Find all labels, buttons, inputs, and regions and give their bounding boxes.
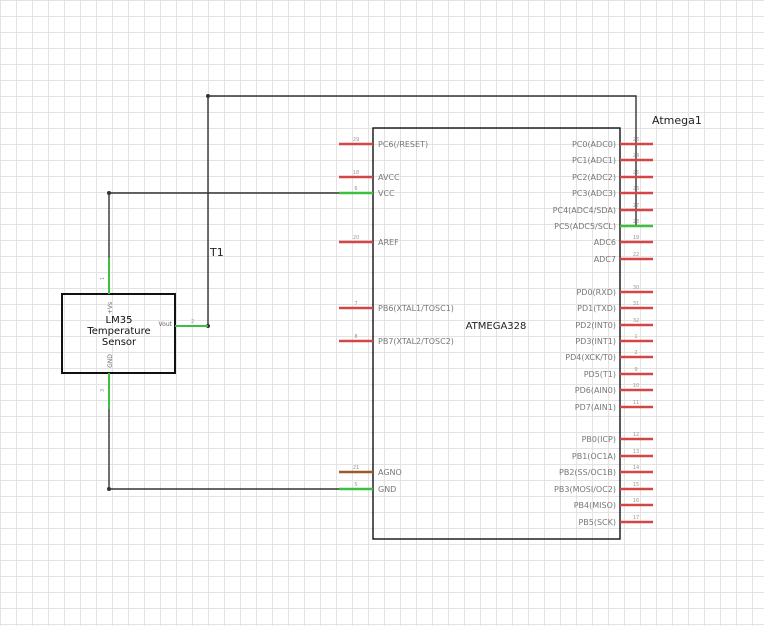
mcu-pin-label-agno: AGNO <box>378 468 402 477</box>
sensor-title-line3: Sensor <box>102 337 137 348</box>
mcu-body[interactable] <box>372 127 621 540</box>
mcu-pin-num-avcc: 18 <box>353 170 359 176</box>
mcu-pin-label-pc4-adc4-sda: PC4(ADC4/SDA) <box>553 206 616 215</box>
mcu-pin-num-pd5-t1: 9 <box>634 367 637 373</box>
mcu-pin-label-pd2-int0: PD2(INT0) <box>575 321 616 330</box>
mcu-pin-label-pd3-int1: PD3(INT1) <box>575 337 616 346</box>
mcu-pin-label-pb5-sck: PB5(SCK) <box>578 518 616 527</box>
mcu-pin-num-pb5-sck: 17 <box>633 515 639 521</box>
mcu-pin-label-pb4-miso: PB4(MISO) <box>574 501 616 510</box>
mcu-pin-label-pd7-ain1: PD7(AIN1) <box>575 403 616 412</box>
mcu-ref-label: Atmega1 <box>652 114 702 127</box>
mcu-pin-label-pd0-rxd: PD0(RXD) <box>576 288 616 297</box>
mcu-pin-num-pb7-xtal2-tosc2: 8 <box>354 334 357 340</box>
wire-gnd[interactable] <box>108 409 357 490</box>
mcu-pin-num-pd1-txd: 31 <box>633 301 639 307</box>
sensor-ref-label: T1 <box>209 246 224 259</box>
mcu-pin-label-pc3-adc3: PC3(ADC3) <box>572 189 616 198</box>
mcu-pin-label-pc1-adc1: PC1(ADC1) <box>572 156 616 165</box>
mcu-pin-label-adc6: ADC6 <box>594 238 616 247</box>
mcu-pin-num-pd2-int0: 32 <box>633 318 639 324</box>
mcu-pin-num-pd3-int1: 1 <box>634 334 637 340</box>
mcu-pin-label-vcc: VCC <box>378 189 395 198</box>
sensor-body[interactable] <box>61 293 176 374</box>
mcu-pin-label-adc7: ADC7 <box>594 255 616 264</box>
wire-vcc[interactable] <box>108 192 357 258</box>
mcu-pin-num-pc5-adc5-scl: 28 <box>633 219 639 225</box>
mcu-pin-num-pd4-xck-t0: 2 <box>634 350 637 356</box>
mcu-pin-num-pd7-ain1: 11 <box>633 400 639 406</box>
mcu-pin-num-pb2-ss-oc1b: 14 <box>633 465 639 471</box>
mcu-pin-num-adc7: 22 <box>633 252 639 258</box>
mcu-pin-label-pb6-xtal1-tosc1: PB6(XTAL1/TOSC1) <box>378 304 454 313</box>
mcu-pin-num-pd0-rxd: 30 <box>633 285 639 291</box>
sensor-pin-gnd-label: GND <box>107 354 114 368</box>
mcu-pin-num-pc0-adc0: 23 <box>633 137 639 143</box>
mcu-pin-label-pb0-icp: PB0(ICP) <box>582 435 616 444</box>
sensor-title-line2: Temperature <box>86 326 150 337</box>
sensor-pin-vout-label: Vout <box>159 321 173 328</box>
sensor-pin-vs-num: 1 <box>100 277 106 280</box>
mcu-pin-label-pd1-txd: PD1(TXD) <box>577 304 616 313</box>
mcu-pin-num-pc6-reset: 29 <box>353 137 359 143</box>
mcu-pin-num-pc4-adc4-sda: 27 <box>633 203 639 209</box>
mcu-pin-num-gnd: 5 <box>354 482 357 488</box>
mcu-pin-num-pc1-adc1: 24 <box>633 153 639 159</box>
mcu-pin-num-pb4-miso: 16 <box>633 498 639 504</box>
mcu-pin-label-pc6-reset: PC6(/RESET) <box>378 140 428 149</box>
mcu-pin-label-pb2-ss-oc1b: PB2(SS/OC1B) <box>559 468 616 477</box>
wire-junction <box>107 191 111 195</box>
mcu-pin-num-pd6-ain0: 10 <box>633 383 639 389</box>
mcu-pin-label-pc2-adc2: PC2(ADC2) <box>572 173 616 182</box>
wire-junction <box>206 94 210 98</box>
mcu-pin-num-pb3-mosi-oc2: 15 <box>633 482 639 488</box>
mcu-pin-num-pb1-oc1a: 13 <box>633 449 639 455</box>
mcu-pin-label-gnd: GND <box>378 485 396 494</box>
sensor-pin-gnd-num: 3 <box>100 389 106 392</box>
mcu-pin-num-pb0-icp: 12 <box>633 432 639 438</box>
mcu-pin-label-pd5-t1: PD5(T1) <box>584 370 616 379</box>
mcu-pin-label-pc0-adc0: PC0(ADC0) <box>572 140 616 149</box>
mcu-pin-label-aref: AREF <box>378 238 399 247</box>
sensor-pin-vs-label: +Vs <box>107 302 114 314</box>
sensor-title-line1: LM35 <box>106 315 133 326</box>
mcu-pin-num-pc3-adc3: 26 <box>633 186 639 192</box>
sensor-pin-vout-num: 2 <box>191 319 194 325</box>
mcu-name-label: ATMEGA328 <box>466 321 527 332</box>
wires <box>107 94 637 491</box>
mcu-pin-num-vcc: 6 <box>354 186 357 192</box>
mcu-pin-label-pb3-mosi-oc2: PB3(MOSI/OC2) <box>554 485 616 494</box>
mcu-pin-num-adc6: 19 <box>633 235 639 241</box>
mcu-pin-label-pc5-adc5-scl: PC5(ADC5/SCL) <box>554 222 616 231</box>
mcu-pin-label-pd6-ain0: PD6(AIN0) <box>575 386 616 395</box>
mcu-pin-label-pb7-xtal2-tosc2: PB7(XTAL2/TOSC2) <box>378 337 454 346</box>
mcu-pin-num-pc2-adc2: 25 <box>633 170 639 176</box>
wire-junction <box>107 487 111 491</box>
mcu-pin-label-avcc: AVCC <box>378 173 400 182</box>
mcu-pin-label-pd4-xck-t0: PD4(XCK/T0) <box>565 353 616 362</box>
mcu-pin-num-agno: 21 <box>353 465 359 471</box>
mcu-pin-label-pb1-oc1a: PB1(OC1A) <box>572 452 616 461</box>
mcu-pin-num-pb6-xtal1-tosc1: 7 <box>354 301 357 307</box>
mcu-pin-num-aref: 20 <box>353 235 359 241</box>
